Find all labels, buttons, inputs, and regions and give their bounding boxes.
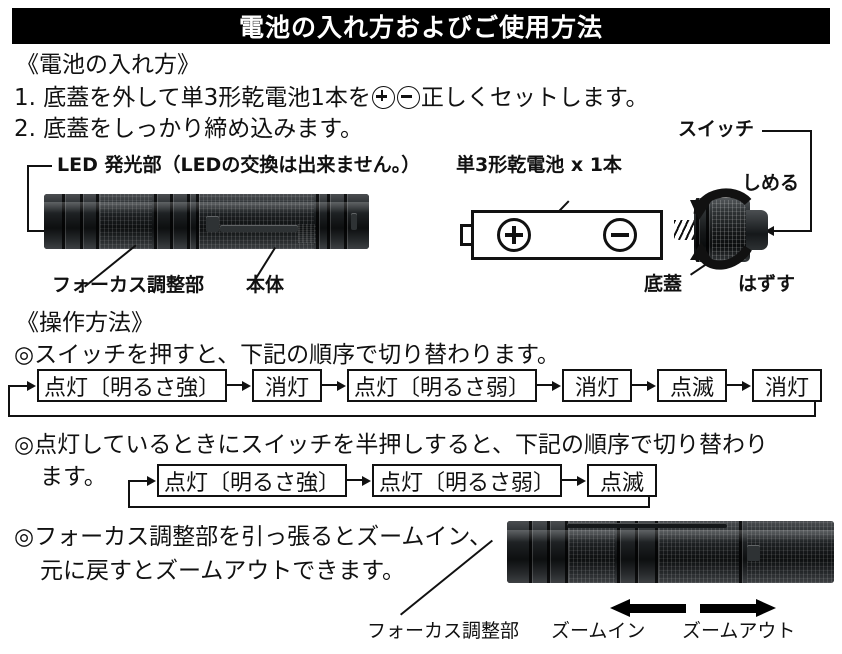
flow1-arrow-1: [242, 380, 251, 391]
page-header: 電池の入れ方およびご使用方法: [12, 8, 830, 44]
zoom-in-label: ズームイン: [551, 620, 646, 642]
led-leader-top: [27, 165, 52, 168]
switch-leader-top: [762, 130, 812, 133]
flow1-arrow-5: [742, 380, 751, 391]
operation-bullet-3-line-1: ◎フォーカス調整部を引っ張るとズームイン、: [14, 524, 492, 550]
zoom-focus-leader-line: [400, 539, 493, 616]
flow1-link-3: [537, 384, 553, 387]
loosen-rotation-arrow-icon: [690, 242, 752, 270]
flow2-box-1: 点灯〔明るさ強〕: [157, 464, 347, 497]
operation-bullet-3-line-2: 元に戻すとズームアウトできます。: [40, 558, 406, 584]
flashlight-main-image: [44, 194, 369, 249]
switch-leader-down: [810, 130, 813, 232]
battery-step-1-pre: 1. 底蓋を外して単3形乾電池1本を: [14, 85, 371, 111]
flow1-arrow-4: [647, 380, 656, 391]
flashlight-zoom-image: [507, 521, 834, 583]
zoom-in-arrow-icon: [610, 598, 686, 617]
battery-caption: 単3形乾電池 x 1本: [456, 154, 622, 176]
flow1-loop-entry: [8, 385, 28, 388]
battery-step-2: 2. 底蓋をしっかり締め込みます。: [14, 116, 363, 142]
battery-section-heading: 《電池の入れ方》: [16, 52, 200, 78]
operation-bullet-2-line-1: ◎点灯しているときにスイッチを半押しすると、下記の順序で切り替わり: [14, 432, 768, 458]
plus-circle-icon: [371, 86, 395, 109]
minus-circle-icon: [396, 86, 420, 109]
operation-bullet-2-line-2: ます。: [40, 464, 107, 490]
operation-bullet-1: ◎スイッチを押すと、下記の順序で切り替わります。: [14, 342, 560, 368]
flow1-link-5: [727, 384, 743, 387]
flow2-box-2: 点灯〔明るさ弱〕: [372, 464, 562, 497]
flow2-arrow-1: [362, 475, 371, 486]
flow2-loop-entry: [128, 480, 148, 483]
flow1-loop-left-v: [8, 385, 11, 417]
flow1-box-1: 点灯〔明るさ強〕: [37, 369, 227, 402]
switch-leader-arrow: [765, 226, 774, 236]
flow1-box-3: 点灯〔明るさ弱〕: [347, 369, 537, 402]
tighten-label: しめる: [742, 172, 800, 194]
operation-heading: 《操作方法》: [16, 310, 154, 336]
flow2-loop-left-v: [128, 480, 131, 508]
tail-cap-image: [674, 188, 776, 270]
spring-icon: [674, 220, 696, 240]
flow2-box-3: 点滅: [587, 464, 657, 497]
switch-leader-bottom: [774, 230, 812, 233]
battery-step-1: 1. 底蓋を外して単3形乾電池1本を 正しくセットします。: [14, 86, 649, 110]
minus-terminal-icon: [603, 218, 637, 252]
led-leader-down: [27, 165, 30, 231]
flow1-box-6: 消灯: [752, 369, 822, 402]
flow1-link-2: [322, 384, 338, 387]
plus-terminal-icon: [497, 218, 531, 252]
battery-step-1-post: 正しくセットします。: [420, 85, 649, 111]
flow2-arrow-2: [577, 475, 586, 486]
battery-image: [471, 210, 663, 260]
zoom-focus-label: フォーカス調整部: [367, 620, 520, 642]
flow1-loop-bottom: [8, 415, 816, 418]
remove-label: はずす: [738, 273, 796, 295]
flow1-link-4: [632, 384, 648, 387]
flow2-loop-bottom: [128, 506, 650, 509]
battery-positive-nub: [460, 224, 472, 246]
flow1-arrow-2: [337, 380, 346, 391]
switch-label: スイッチ: [678, 118, 755, 140]
led-label: LED 発光部（LEDの交換は出来ません。）: [57, 154, 421, 176]
zoom-out-arrow-icon: [700, 598, 776, 617]
flow1-entry-arrow: [27, 380, 36, 391]
body-label: 本体: [246, 274, 285, 296]
led-leader-bottom: [27, 230, 45, 233]
flow1-box-4: 消灯: [562, 369, 632, 402]
zoom-out-label: ズームアウト: [682, 620, 796, 642]
flow1-box-2: 消灯: [252, 369, 322, 402]
tighten-rotation-arrow-icon: [690, 188, 752, 220]
flow2-link-2: [562, 479, 578, 482]
flow1-box-5: 点滅: [657, 369, 727, 402]
flow1-arrow-3: [552, 380, 561, 391]
page-title: 電池の入れ方およびご使用方法: [238, 13, 603, 42]
flow1-link-1: [227, 384, 243, 387]
flow2-entry-arrow: [147, 475, 156, 486]
flow1-loop-right-v: [814, 390, 817, 417]
bottom-cap-label: 底蓋: [644, 273, 683, 295]
flow2-link-1: [347, 479, 363, 482]
focus-adjust-label: フォーカス調整部: [52, 274, 205, 296]
